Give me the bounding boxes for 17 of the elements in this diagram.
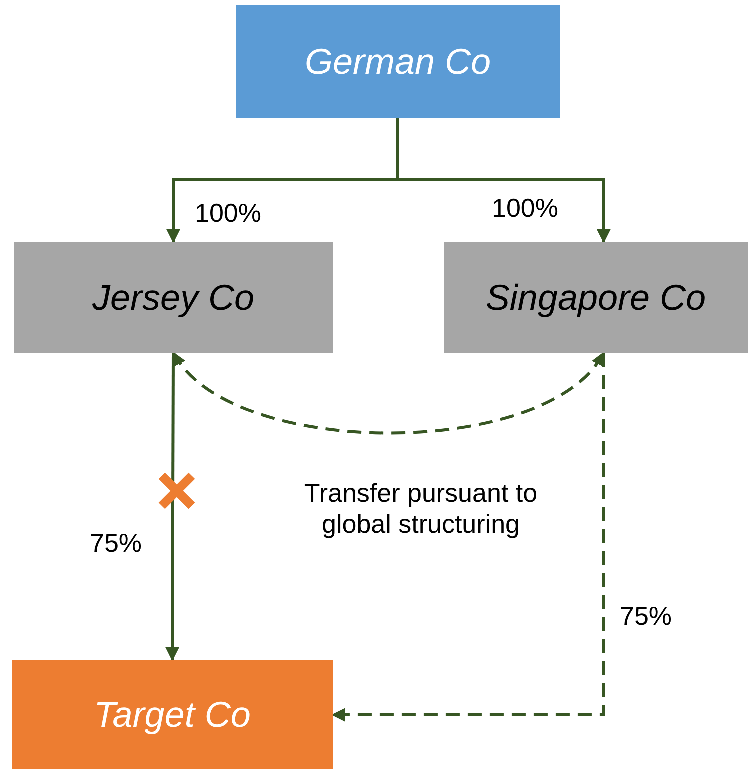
arrow bbox=[396, 118, 611, 244]
company-box bbox=[236, 5, 560, 118]
arrow bbox=[172, 352, 606, 435]
company-box bbox=[12, 660, 333, 769]
company-name: Target Co bbox=[94, 694, 251, 736]
edge-label: 100% bbox=[492, 193, 558, 224]
company-name: Singapore Co bbox=[486, 276, 706, 318]
note-text: Transfer pursuant to global structuring bbox=[303, 478, 539, 540]
company-name: German Co bbox=[304, 40, 492, 82]
company-box bbox=[444, 242, 748, 353]
company-box bbox=[14, 242, 333, 353]
edge-label: 75% bbox=[620, 601, 672, 632]
arrow bbox=[166, 353, 180, 662]
edge-label: 75% bbox=[90, 528, 142, 559]
company-name: Jersey Co bbox=[92, 276, 255, 318]
edge-label: 100% bbox=[195, 198, 262, 229]
arrow bbox=[332, 353, 606, 722]
